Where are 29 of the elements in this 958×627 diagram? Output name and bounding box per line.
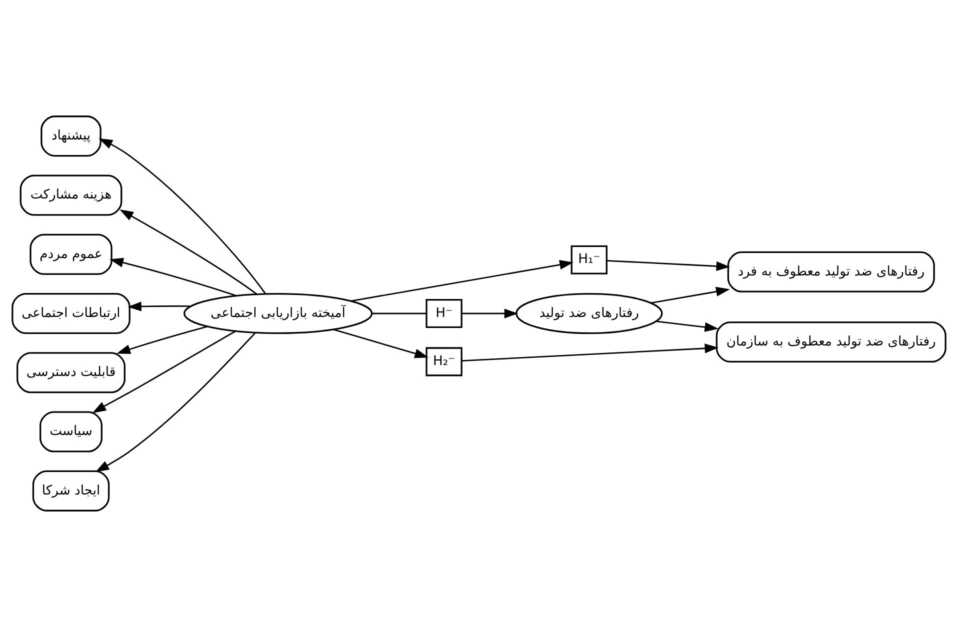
node-box: پیشنهاد <box>40 116 102 157</box>
node-box: ارتباطات اجتماعی <box>12 292 130 334</box>
node-box: H₁⁻ <box>570 245 608 274</box>
node-box: H⁻ <box>426 298 462 328</box>
arrow <box>128 302 191 312</box>
node-box: رفتارهای ضد تولید معطوف به سازمان <box>716 321 946 362</box>
node-box: عموم مردم <box>30 234 112 275</box>
arrow <box>98 138 266 294</box>
arrow <box>120 209 258 295</box>
arrow <box>462 344 719 362</box>
arrow <box>95 332 256 472</box>
arrow <box>334 328 429 358</box>
node-box: ایجاد شرکا <box>32 470 110 512</box>
arrow <box>110 258 237 296</box>
node-ellipse: آمیخته بازاریابی اجتماعی <box>183 292 373 334</box>
node-box: سیاست <box>40 411 102 452</box>
node-ellipse: رفتارهای ضد تولید <box>516 292 663 334</box>
arrow <box>92 330 236 414</box>
arrow <box>116 326 208 354</box>
arrow <box>650 286 730 304</box>
connector <box>372 312 426 314</box>
arrow <box>606 260 730 271</box>
node-box: H₂⁻ <box>426 347 462 376</box>
arrow <box>350 260 574 302</box>
node-box: رفتارهای ضد تولید معطوف به فرد <box>727 251 935 292</box>
arrow <box>656 320 719 332</box>
node-box: هزینه مشارکت <box>20 174 122 216</box>
arrow <box>462 308 518 318</box>
node-box: قابلیت دسترسی <box>16 352 126 394</box>
